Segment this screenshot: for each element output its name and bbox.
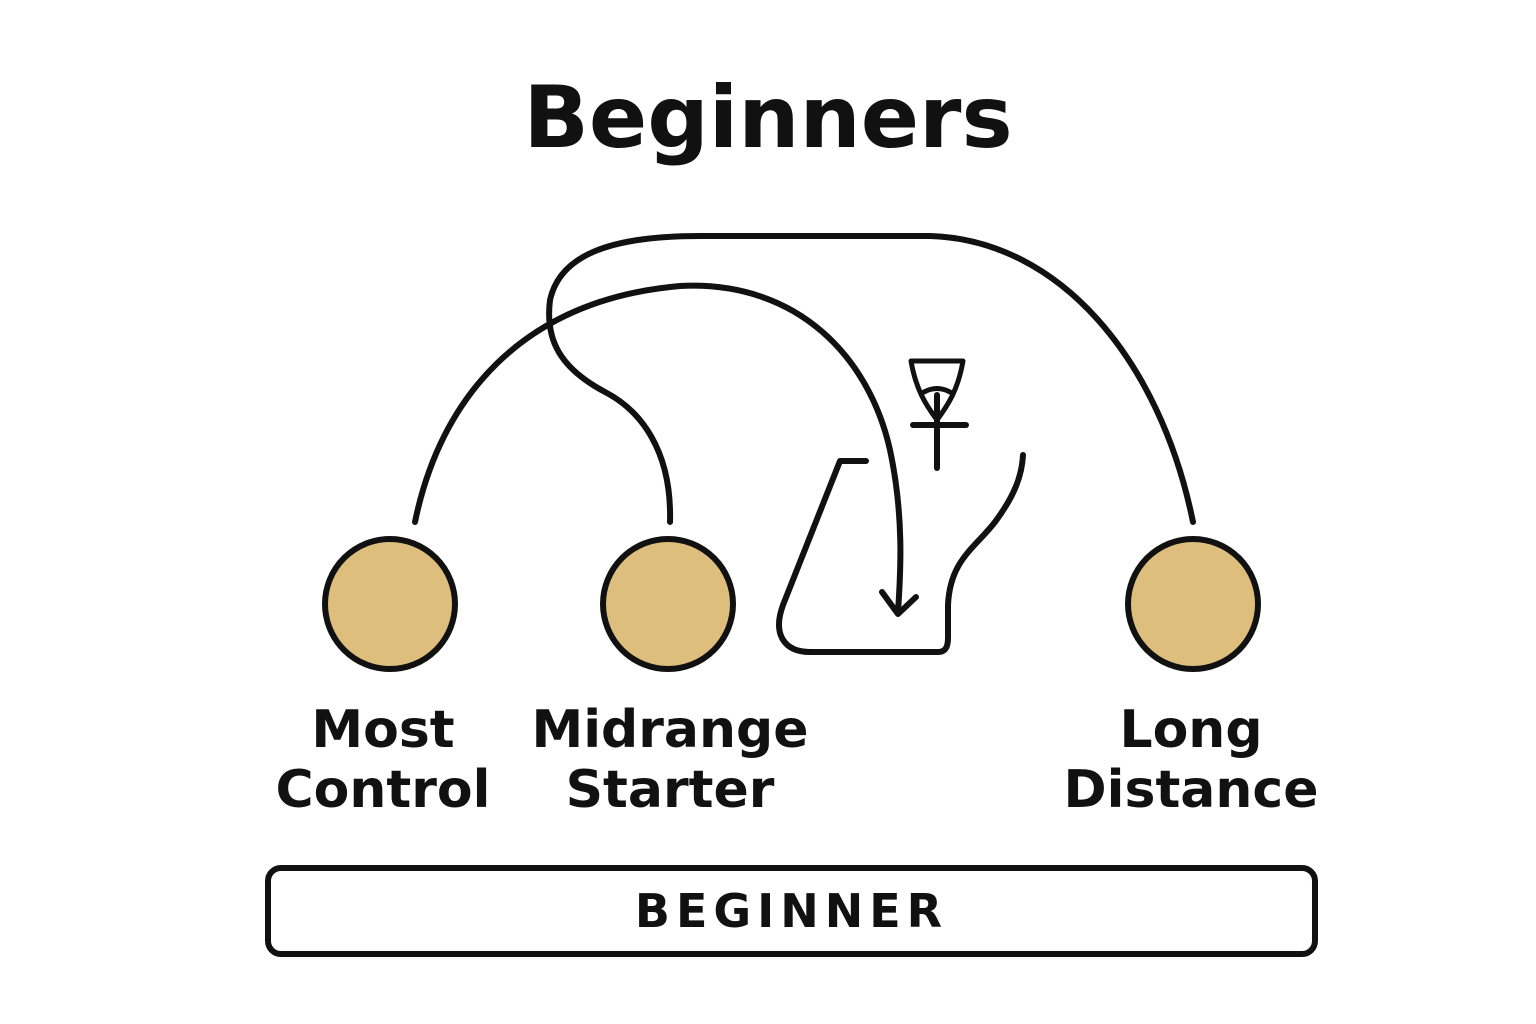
label-line: Distance xyxy=(1063,760,1319,820)
label-line: Midrange xyxy=(531,700,809,760)
disc-label-most-control: Most Control xyxy=(223,700,543,820)
label-line: Long xyxy=(1119,700,1263,760)
basket-icon xyxy=(908,358,969,471)
disc-label-long-distance: Long Distance xyxy=(1031,700,1351,820)
arrow-head-icon xyxy=(879,589,919,617)
most-control-flight-path xyxy=(412,282,904,615)
level-badge: BEGINNER xyxy=(265,865,1318,957)
page-title: Beginners xyxy=(523,68,1013,168)
fairway-obstacle-icon xyxy=(776,452,1026,655)
disc-long-distance xyxy=(1125,536,1261,672)
disc-midrange-starter xyxy=(600,536,736,672)
midrange-flight-path xyxy=(546,233,1196,525)
disc-label-midrange-starter: Midrange Starter xyxy=(510,700,830,820)
label-line: Starter xyxy=(565,760,775,820)
label-line: Control xyxy=(275,760,491,820)
level-label: BEGINNER xyxy=(634,884,949,938)
label-line: Most xyxy=(311,700,455,760)
disc-most-control xyxy=(322,536,458,672)
